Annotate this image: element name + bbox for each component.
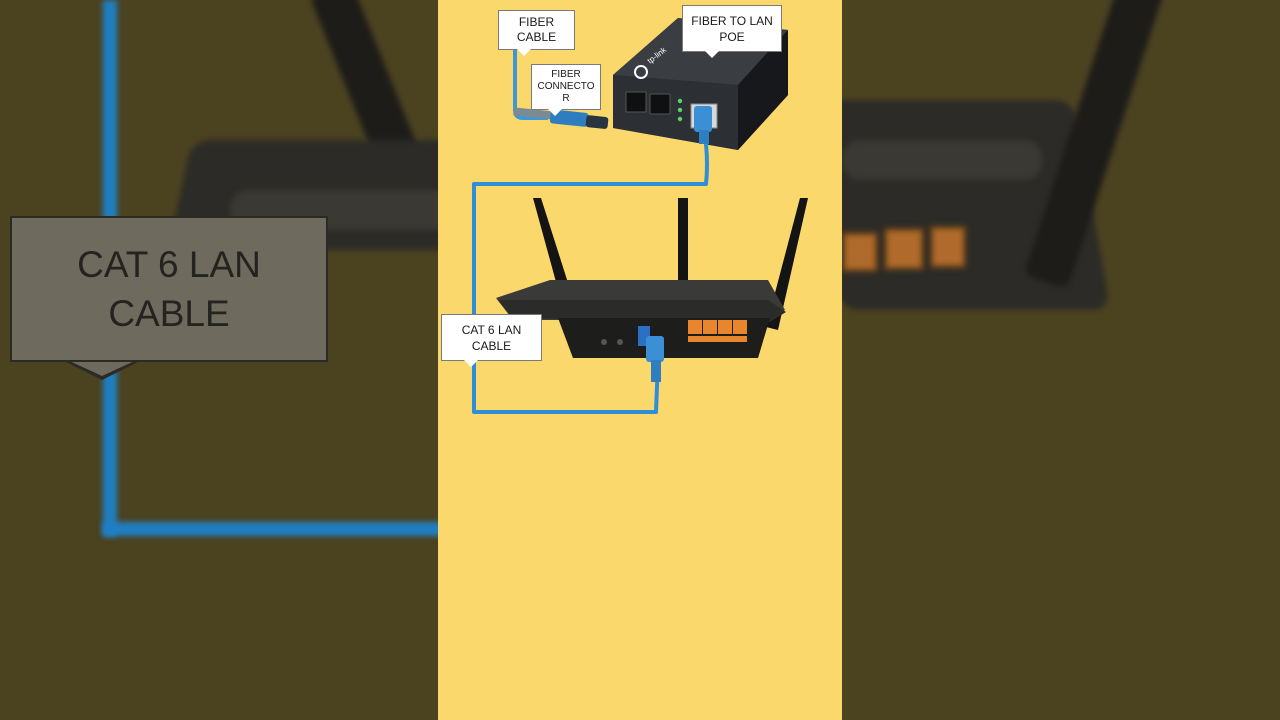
bg-callout-tail-inner (65, 359, 139, 376)
wifi-router (496, 280, 786, 358)
router-lan-port-4 (733, 320, 747, 334)
router-lan-port-3 (718, 320, 732, 334)
diagram-panel: tp-link (438, 0, 842, 720)
label-cat6-lan-cable: CAT 6 LAN CABLE (441, 314, 542, 367)
router-ethernet-plug (646, 336, 664, 382)
label-fiber-cable: FIBER CABLE (498, 10, 575, 56)
router-lan-port-2 (703, 320, 717, 334)
diagram-drawing: tp-link (472, 18, 808, 414)
bg-router-shelf-right (842, 140, 1042, 180)
fiber-connector (513, 107, 609, 129)
bg-lan-port-3 (930, 226, 966, 268)
background-right (842, 0, 1280, 720)
bg-cat6-callout: CAT 6 LAN CABLE (10, 216, 328, 362)
label-fiber-connector: FIBER CONNECTO R (531, 64, 601, 116)
bg-lan-port-1 (842, 232, 878, 272)
background-left: CAT 6 LAN CABLE (0, 0, 438, 720)
bg-lan-port-2 (884, 228, 924, 270)
converter-ethernet-plug (694, 106, 712, 144)
cat6-lan-cable-line (472, 143, 709, 414)
router-lan-port-1 (688, 320, 702, 334)
fiber-to-lan-poe-device (613, 18, 788, 150)
tp-link-logo-icon (634, 65, 648, 79)
bg-blue-wire-horizontal (103, 522, 438, 536)
label-fiber-to-lan-poe: FIBER TO LAN POE (682, 5, 782, 58)
